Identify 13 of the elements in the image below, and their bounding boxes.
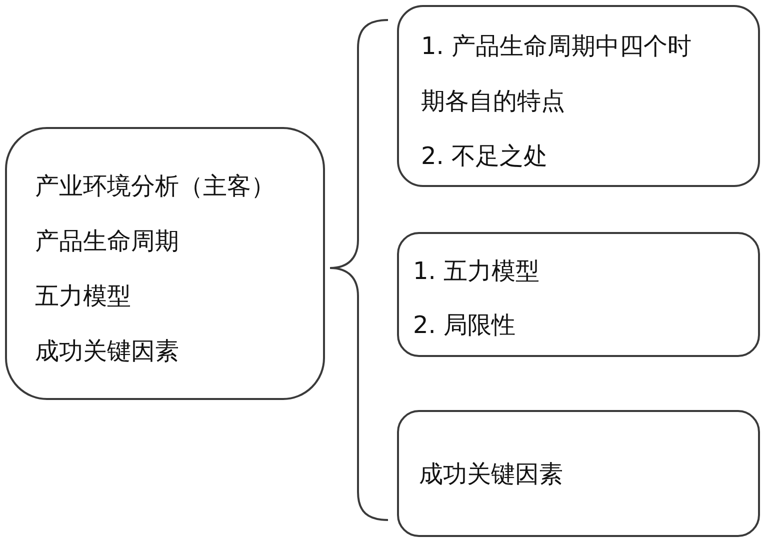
- list-item-text: 2. 不足之处: [421, 141, 549, 172]
- rounded-box: [397, 232, 760, 357]
- list-item-text: 成功关键因素: [419, 459, 564, 490]
- list-item-text: 2. 局限性: [413, 310, 517, 341]
- list-item-text: 成功关键因素: [35, 336, 180, 367]
- rounded-box: [397, 5, 760, 187]
- rounded-box: [5, 127, 325, 400]
- list-item-text: 1. 五力模型: [413, 256, 541, 287]
- rounded-box: [397, 410, 760, 537]
- list-item-text: 产品生命周期: [35, 226, 180, 257]
- list-item-text: 产业环境分析（主客）: [35, 171, 276, 202]
- list-item-text: 1. 产品生命周期中四个时期各自的特点: [421, 31, 693, 117]
- list-item-text: 五力模型: [35, 281, 132, 312]
